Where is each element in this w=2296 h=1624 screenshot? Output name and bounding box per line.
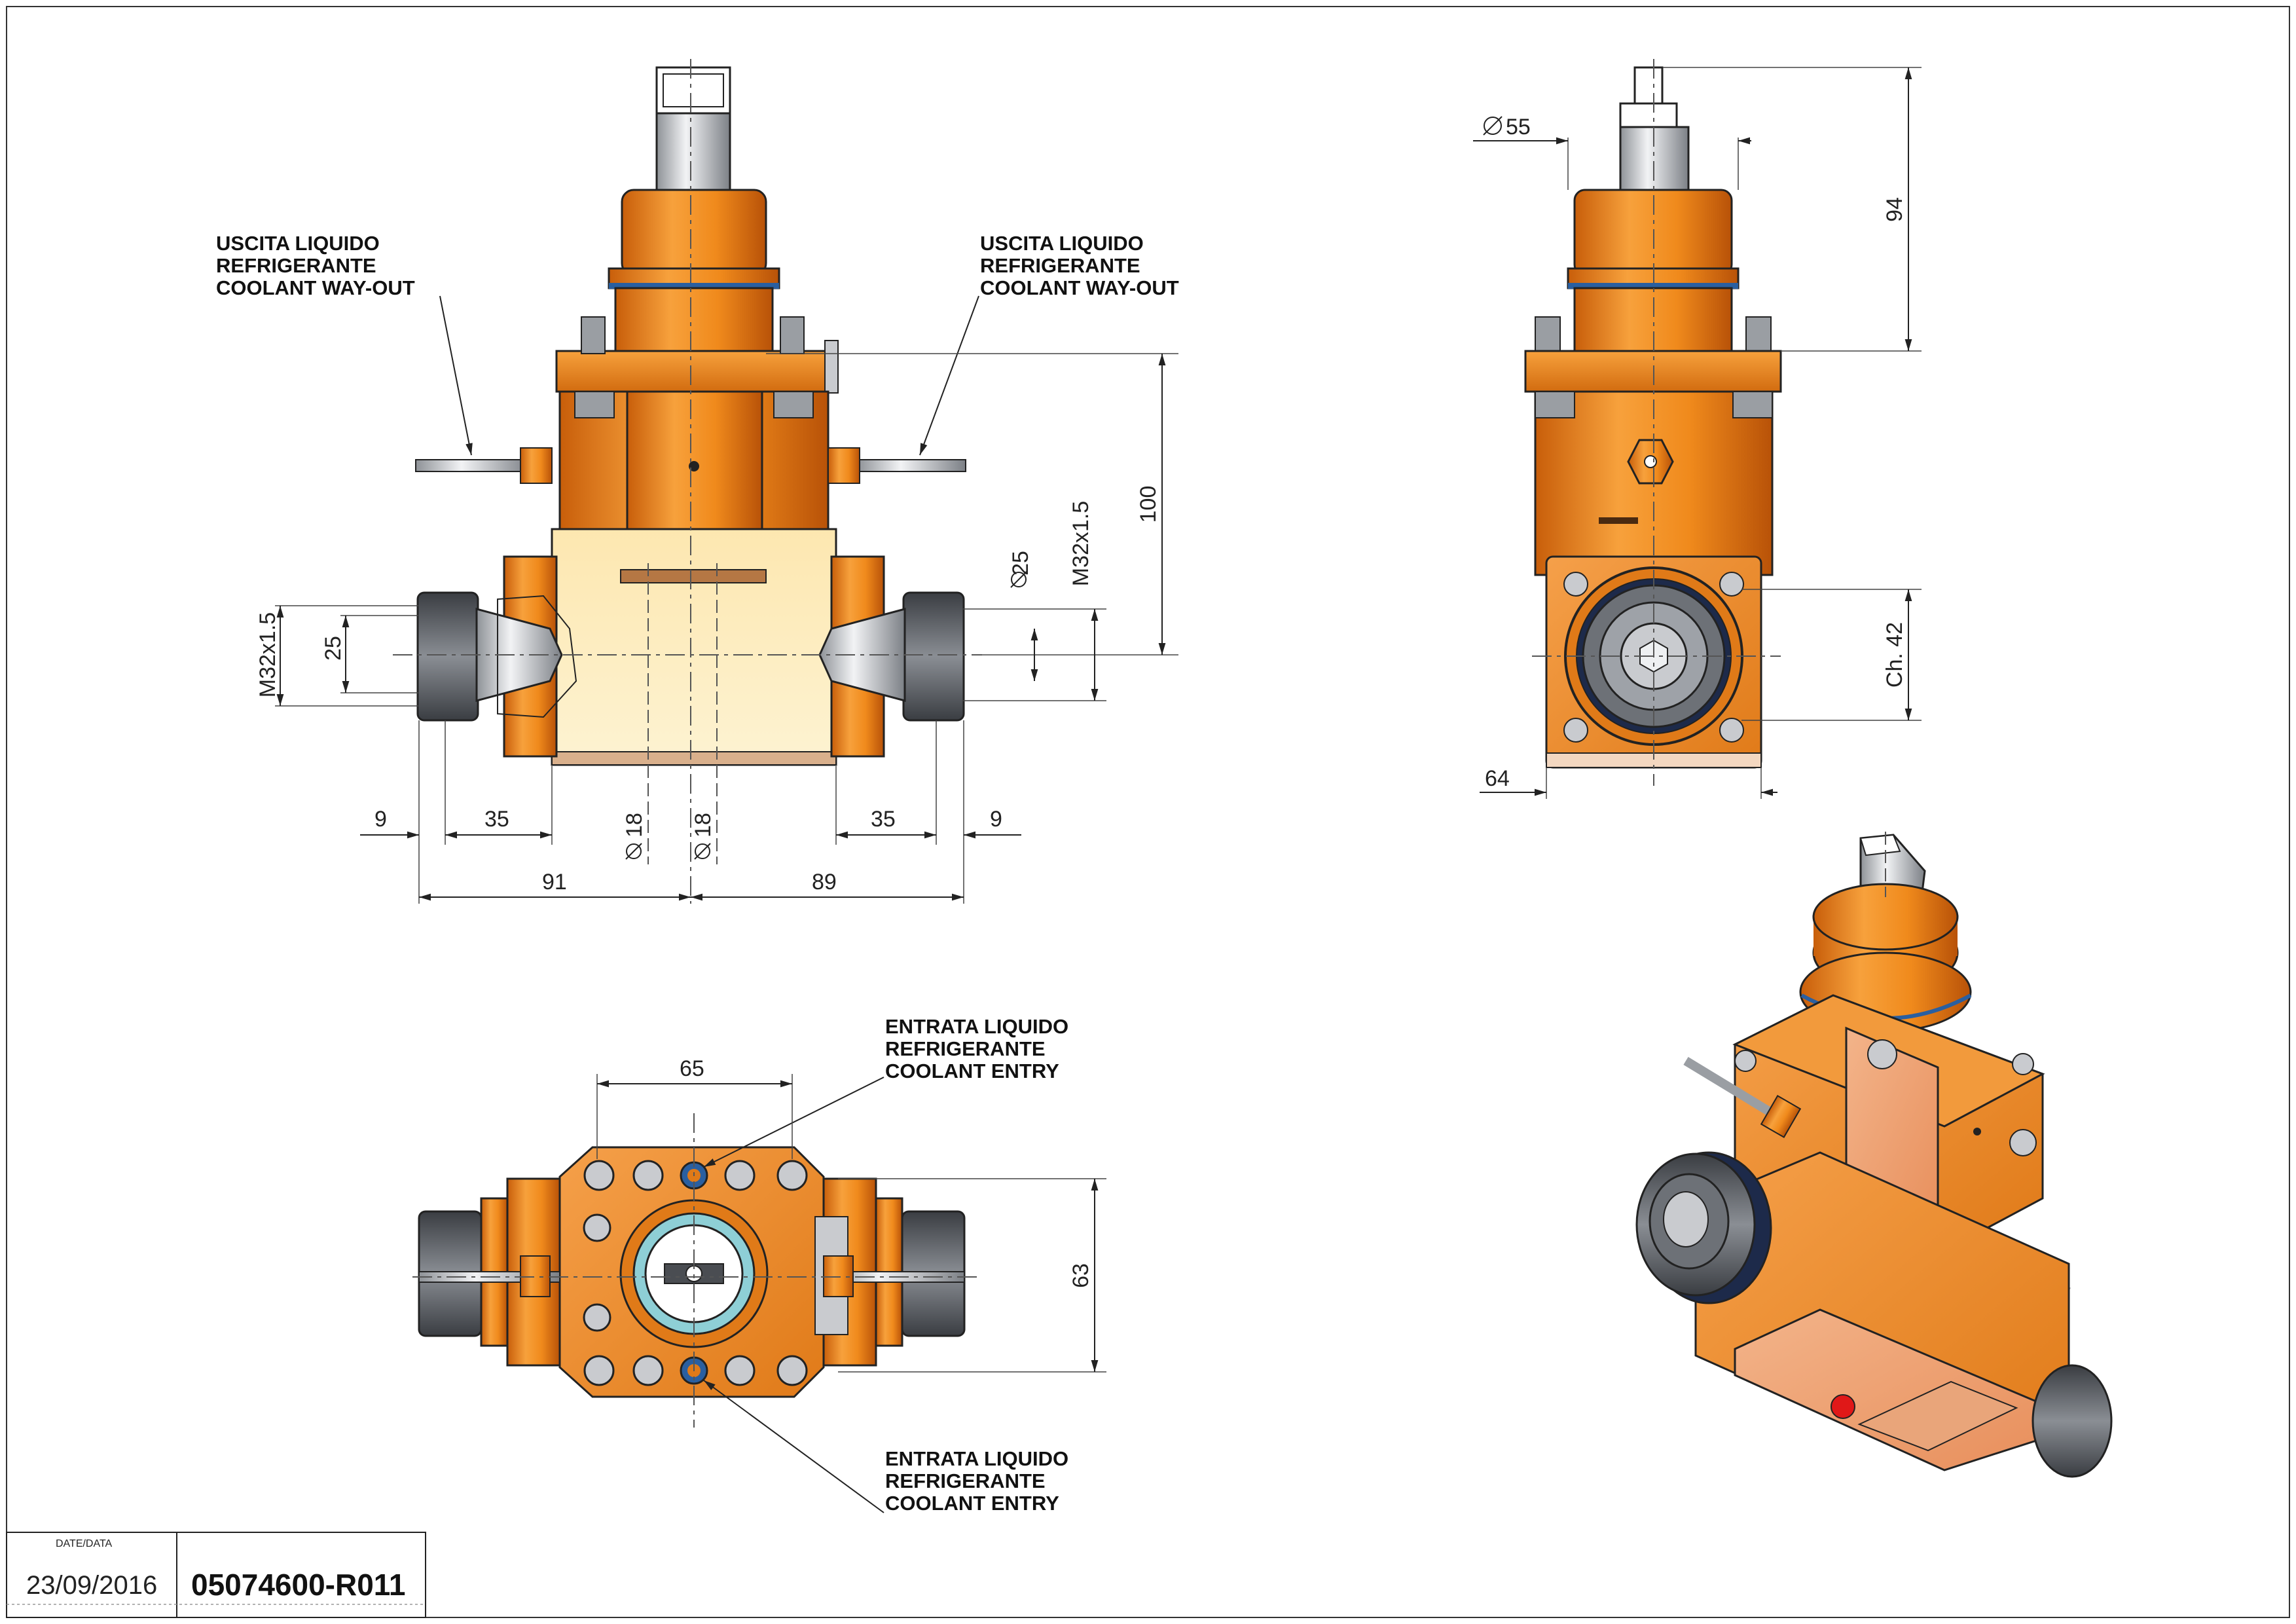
lower-body	[551, 528, 837, 766]
dim-dia25-left: 25	[321, 636, 346, 661]
dim-dia25-right: 25	[1008, 551, 1033, 576]
sheet-border	[6, 6, 2290, 1618]
svg-text:REFRIGERANTE: REFRIGERANTE	[216, 254, 376, 277]
side-shaft-tang	[1633, 66, 1664, 105]
title-block: DATE/DATA 23/09/2016 05074600-R011	[6, 1532, 426, 1618]
coolant-entry-callout-bottom: ENTRATA LIQUIDO REFRIGERANTE COOLANT ENT…	[703, 1380, 1068, 1515]
dim-35-right: 35	[871, 807, 896, 832]
drawing-date: 23/09/2016	[26, 1571, 157, 1600]
dim-91: 91	[542, 870, 567, 895]
svg-text:COOLANT WAY-OUT: COOLANT WAY-OUT	[216, 276, 415, 299]
side-dimensions: 55 94 Ch. 42 64	[1473, 67, 1922, 799]
front-dimensions: 100 M32x1.5 25 M32x1.5 25 9 35 35 9	[255, 353, 1178, 904]
o-ring-seal	[609, 283, 779, 289]
svg-text:ENTRATA LIQUIDO: ENTRATA LIQUIDO	[885, 1447, 1068, 1470]
svg-text:COOLANT WAY-OUT: COOLANT WAY-OUT	[980, 276, 1179, 299]
front-view	[393, 59, 982, 904]
svg-text:USCITA LIQUIDO: USCITA LIQUIDO	[980, 232, 1144, 255]
dim-width-65: 65	[680, 1056, 704, 1081]
date-label: DATE/DATA	[56, 1538, 113, 1549]
dim-35-left: 35	[484, 807, 509, 832]
dim-9-right: 9	[990, 807, 1002, 832]
dim-height-100: 100	[1136, 486, 1161, 523]
dim-height-63: 63	[1068, 1263, 1093, 1288]
svg-text:USCITA LIQUIDO: USCITA LIQUIDO	[216, 232, 380, 255]
dim-dia18-right: 18	[691, 813, 716, 838]
dim-ch42: Ch. 42	[1882, 622, 1907, 688]
side-view	[1524, 59, 1782, 786]
svg-text:COOLANT ENTRY: COOLANT ENTRY	[885, 1492, 1059, 1515]
top-dimensions: 65 63	[596, 1056, 1106, 1373]
dim-dia55: 55	[1506, 115, 1531, 139]
dim-thread-left: M32x1.5	[255, 612, 280, 697]
drawing-code: 05074600-R011	[191, 1568, 405, 1602]
iso-red-plug	[1831, 1394, 1855, 1419]
coolant-outlet-callout-right: USCITA LIQUIDO REFRIGERANTE COOLANT WAY-…	[919, 232, 1179, 456]
svg-text:REFRIGERANTE: REFRIGERANTE	[885, 1037, 1046, 1060]
dim-9-left: 9	[374, 807, 387, 832]
dim-height-94: 94	[1882, 197, 1907, 222]
collet-nut-left	[416, 591, 577, 722]
coolant-outlet-callout-left: USCITA LIQUIDO REFRIGERANTE COOLANT WAY-…	[216, 232, 473, 456]
top-view	[412, 1113, 982, 1428]
svg-text:REFRIGERANTE: REFRIGERANTE	[980, 254, 1140, 277]
dim-thread-right: M32x1.5	[1068, 501, 1093, 586]
spindle-housing	[621, 189, 767, 276]
svg-text:ENTRATA LIQUIDO: ENTRATA LIQUIDO	[885, 1015, 1068, 1038]
dim-width-64: 64	[1485, 766, 1510, 791]
coolant-entry-callout-top: ENTRATA LIQUIDO REFRIGERANTE COOLANT ENT…	[703, 1015, 1068, 1168]
svg-text:COOLANT ENTRY: COOLANT ENTRY	[885, 1060, 1059, 1082]
flange	[555, 350, 833, 393]
dim-dia18-left: 18	[622, 813, 647, 838]
coolant-outlet-pipe-left	[415, 459, 531, 472]
dim-89: 89	[812, 870, 837, 895]
svg-text:REFRIGERANTE: REFRIGERANTE	[885, 1469, 1046, 1492]
shaft-tang	[655, 66, 731, 115]
coolant-outlet-pipe-right	[857, 459, 966, 472]
isometric-view	[1635, 832, 2113, 1478]
